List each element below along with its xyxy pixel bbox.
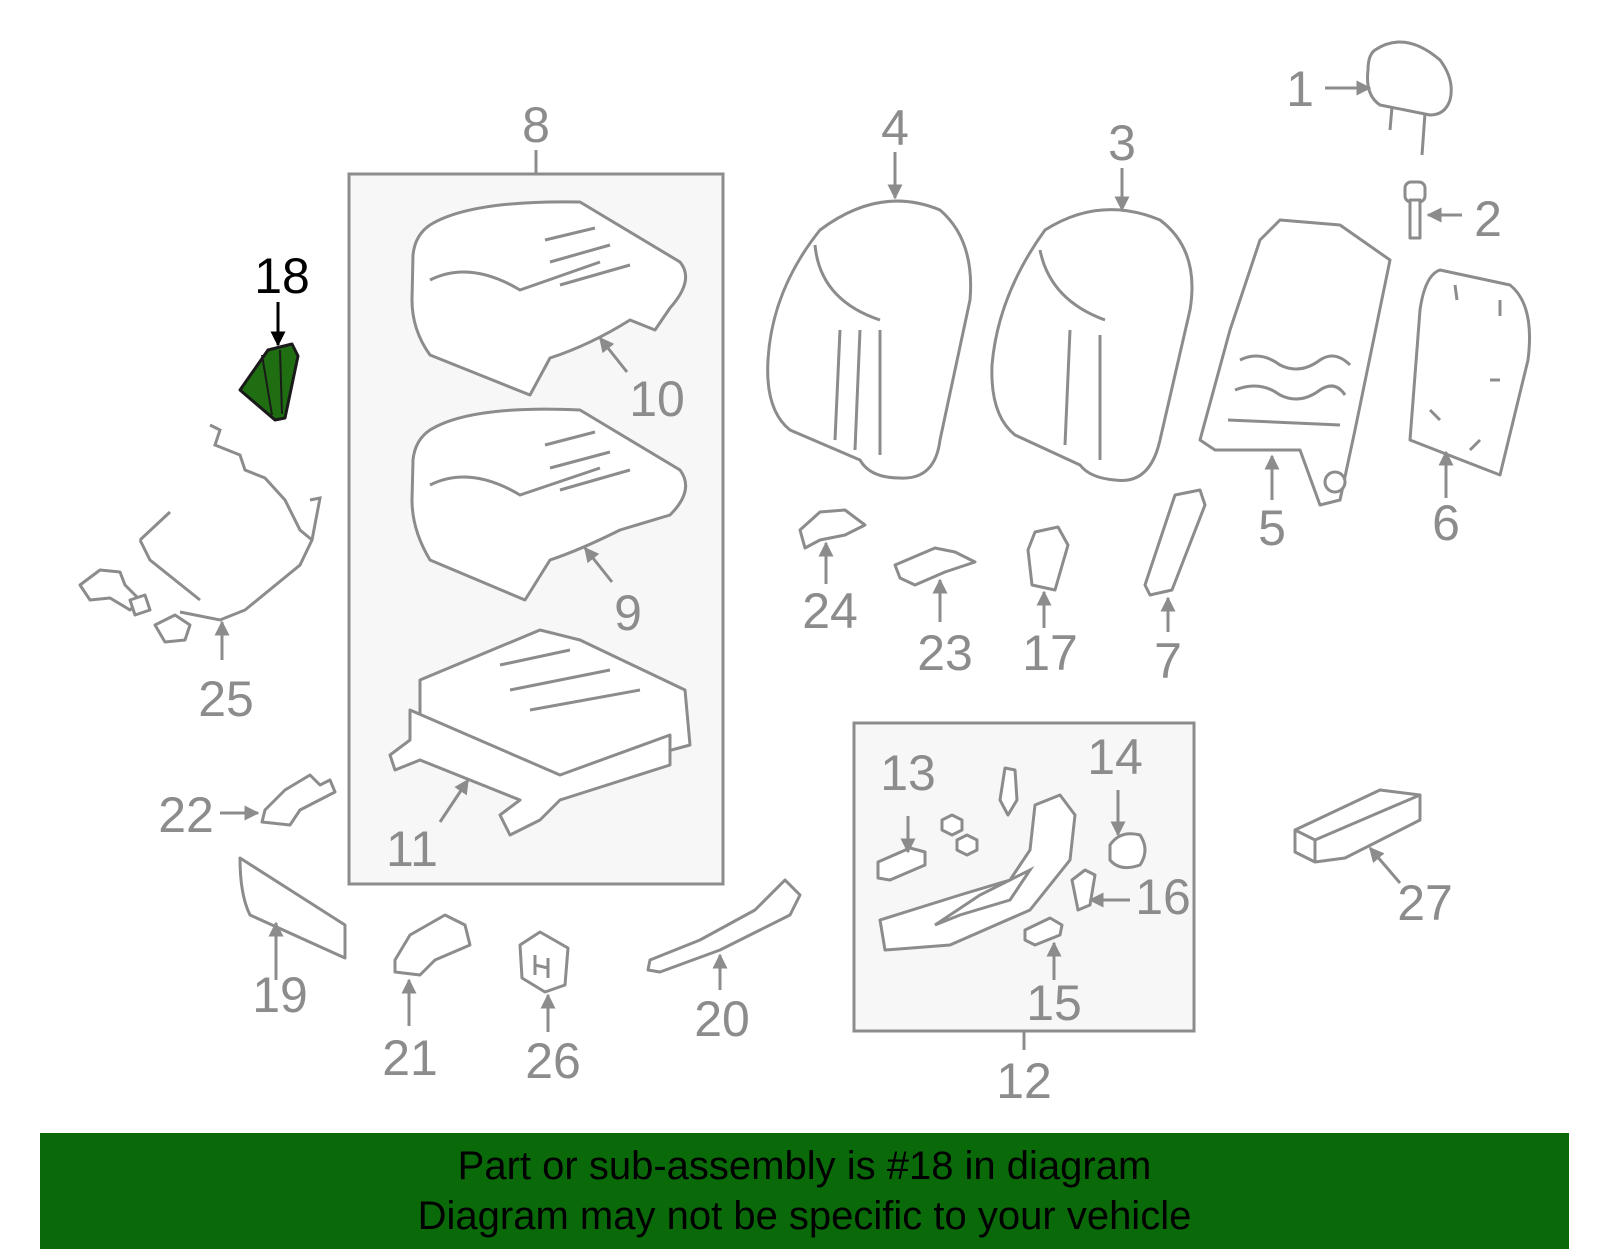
callout-6: 6: [1432, 495, 1460, 551]
banner-line-1: Part or sub-assembly is #18 in diagram: [457, 1144, 1152, 1188]
side-shield-inner-line: [934, 866, 1035, 927]
callout-15: 15: [1026, 975, 1082, 1031]
headrest-part-1[interactable]: [1366, 40, 1453, 156]
leader-27: [1368, 846, 1402, 884]
knob-part-16[interactable]: [1070, 868, 1097, 912]
trim-cover-part-18-edge-1: [261, 354, 273, 416]
callout-23: 23: [917, 625, 973, 681]
seat-back-cover-part-3[interactable]: [990, 208, 1194, 482]
knob-part-14[interactable]: [1108, 832, 1147, 870]
callout-12: 12: [996, 1053, 1052, 1109]
callout-25: 25: [198, 671, 254, 727]
cushion-frame-part-11[interactable]: [388, 628, 692, 837]
callout-27: 27: [1397, 875, 1453, 931]
bracket-part-21[interactable]: [393, 913, 472, 977]
banner-line-2: Diagram may not be specific to your vehi…: [417, 1194, 1192, 1238]
callout-3: 3: [1108, 115, 1136, 171]
callout-4: 4: [881, 100, 909, 156]
callout-13: 13: [880, 745, 936, 801]
callout-24: 24: [802, 583, 858, 639]
callout-11: 11: [386, 821, 438, 877]
cushion-pad-part-9[interactable]: [410, 407, 688, 602]
callout-1: 1: [1286, 61, 1314, 117]
callout-17: 17: [1022, 625, 1078, 681]
callout-18: 18: [254, 248, 310, 304]
leader-10: [598, 336, 629, 373]
leader-11: [438, 778, 470, 823]
callout-2: 2: [1474, 191, 1502, 247]
callout-8: 8: [522, 97, 550, 153]
trim-strip-part-19[interactable]: [238, 856, 347, 960]
cushion-cover-part-10[interactable]: [410, 200, 688, 397]
callout-14: 14: [1087, 729, 1143, 785]
callout-22: 22: [158, 787, 214, 843]
callout-20: 20: [694, 991, 750, 1047]
bracket-part-22[interactable]: [260, 773, 337, 827]
handle-part-12a[interactable]: [998, 766, 1019, 817]
bracket-part-24[interactable]: [798, 508, 867, 550]
callout-5: 5: [1258, 500, 1286, 556]
info-banner: Part or sub-assembly is #18 in diagram D…: [40, 1133, 1569, 1249]
clip-part-26[interactable]: [518, 930, 570, 994]
side-trim-part-7[interactable]: [1143, 488, 1207, 597]
cover-part-17[interactable]: [1026, 525, 1070, 592]
trim-cover-part-18[interactable]: [238, 342, 300, 422]
seat-back-frame-part-5[interactable]: [1198, 218, 1392, 507]
leader-9: [583, 546, 614, 583]
callout-9: 9: [614, 585, 642, 641]
trim-cover-part-18-edge-2: [279, 349, 283, 415]
callout-16: 16: [1135, 869, 1191, 925]
callout-10: 10: [629, 371, 685, 427]
rail-cover-part-20[interactable]: [646, 878, 802, 974]
seat-back-cover-part-4[interactable]: [766, 199, 973, 480]
callout-26: 26: [525, 1033, 581, 1089]
back-board-part-6[interactable]: [1408, 268, 1532, 477]
screw-part-12b[interactable]: [940, 813, 979, 857]
wiring-harness-part-25[interactable]: [78, 423, 322, 644]
callout-21: 21: [382, 1030, 438, 1086]
bracket-part-23[interactable]: [893, 546, 977, 587]
knob-part-15[interactable]: [1023, 916, 1064, 947]
callout-7: 7: [1154, 633, 1182, 689]
callout-19: 19: [252, 967, 308, 1023]
headrest-guide-part-2[interactable]: [1403, 180, 1427, 240]
control-module-part-27[interactable]: [1293, 788, 1422, 864]
